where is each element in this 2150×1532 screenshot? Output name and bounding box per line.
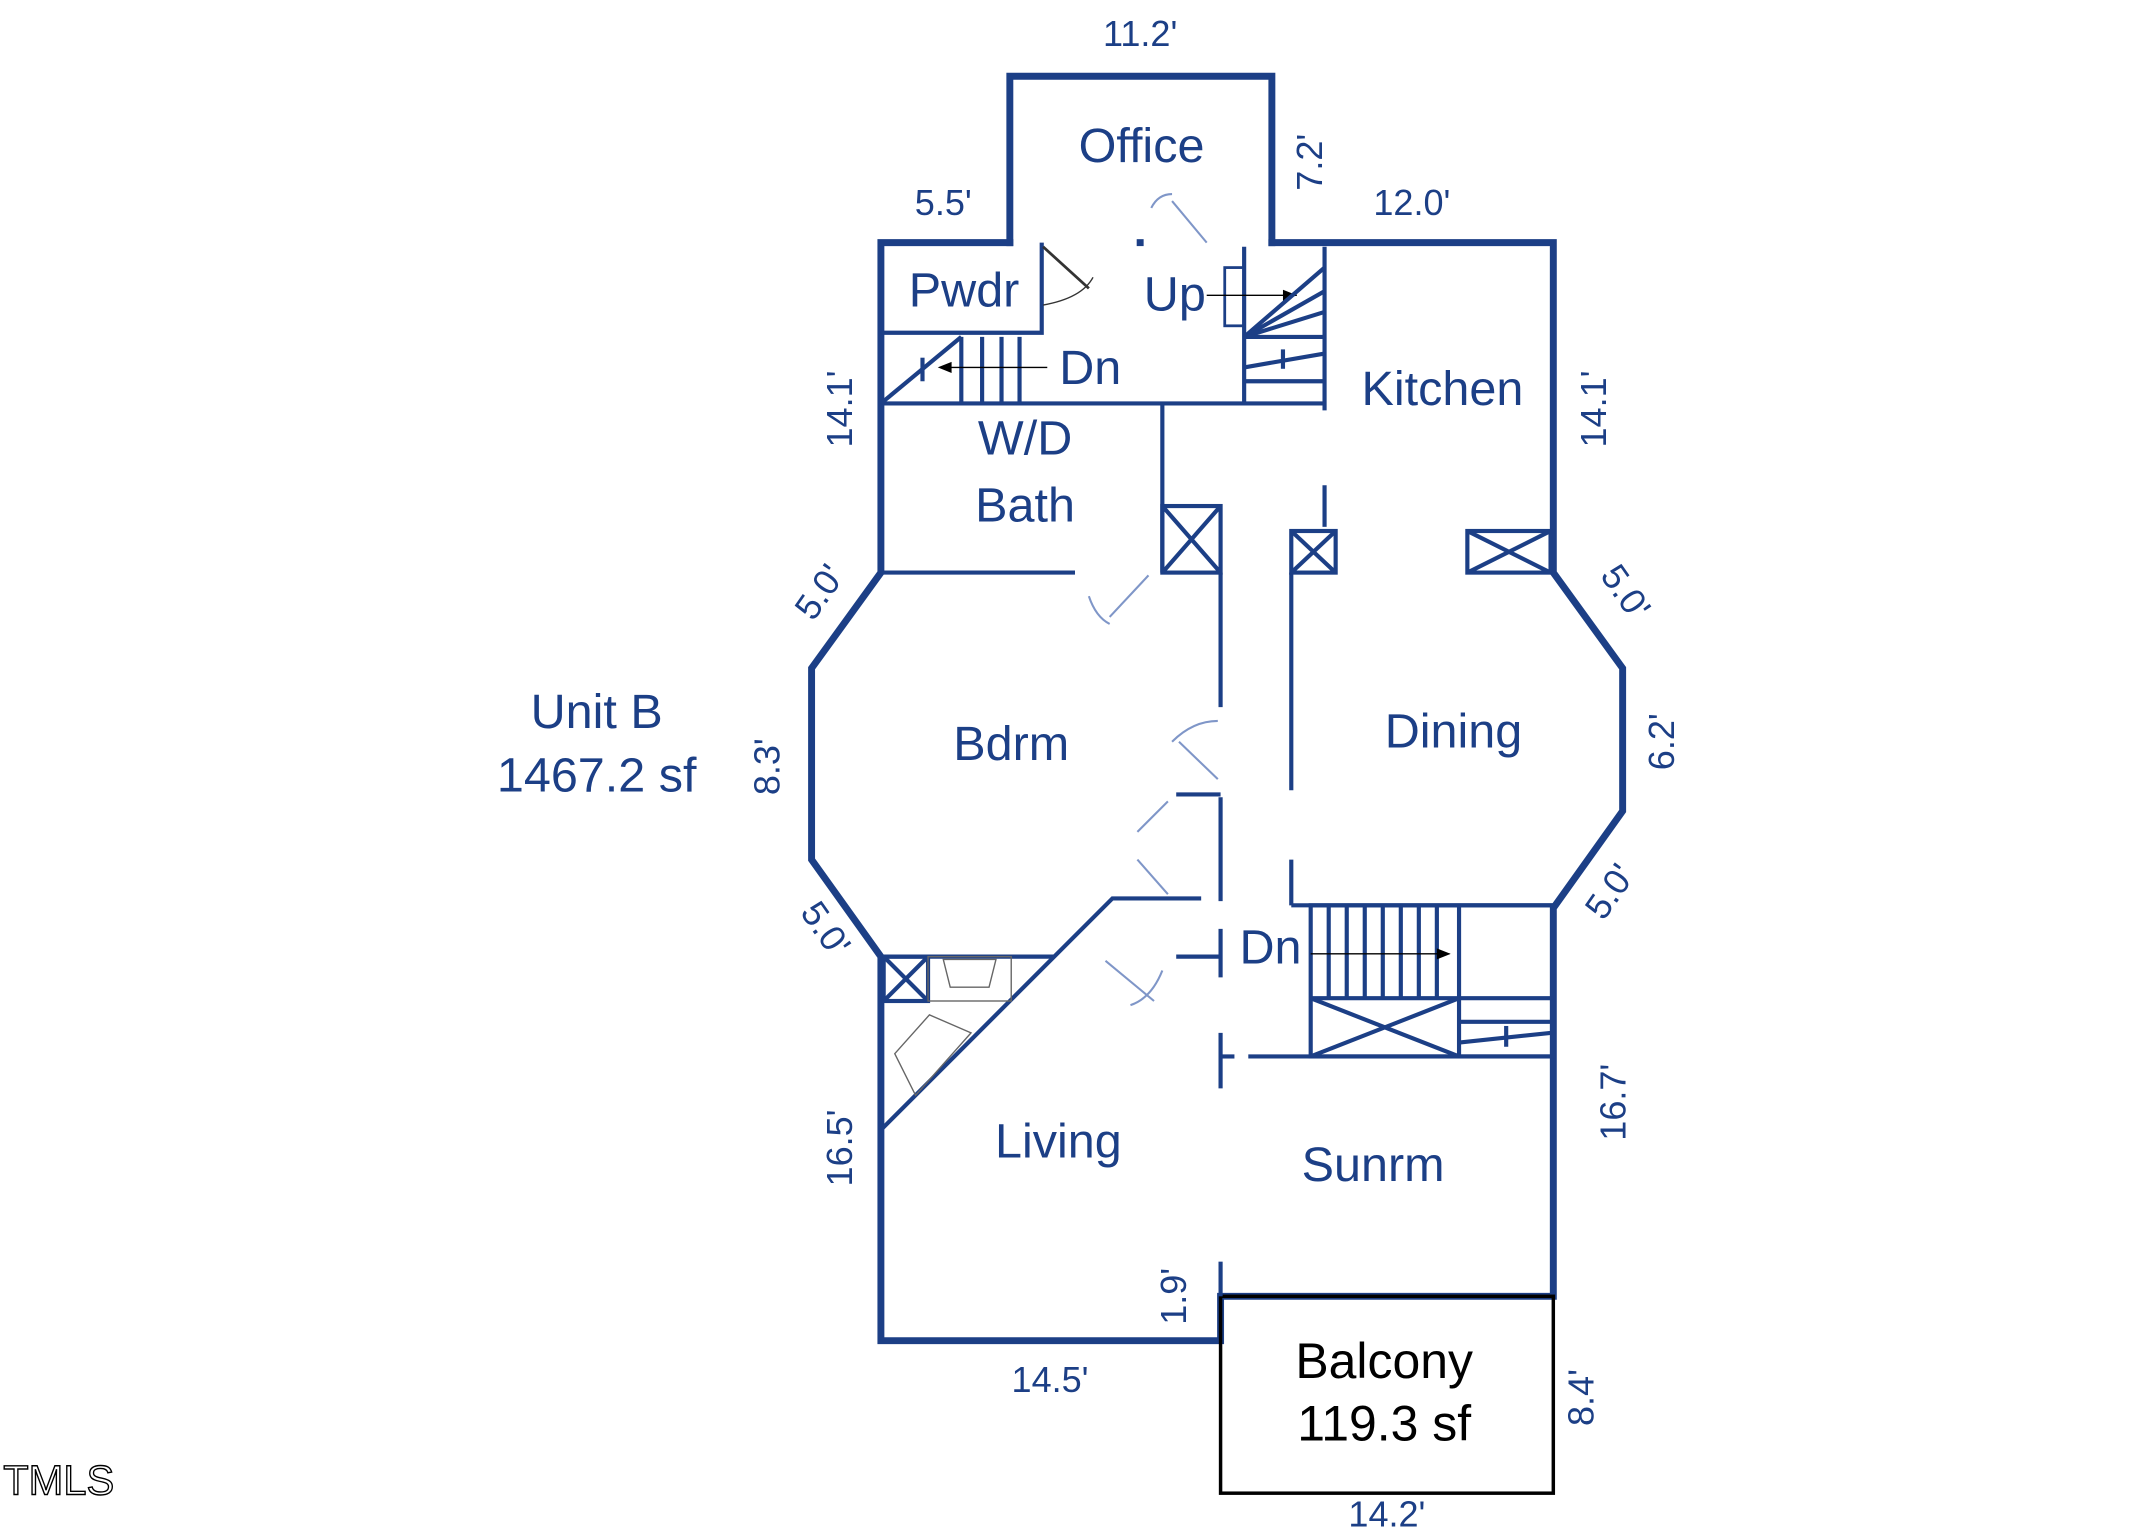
arrow-icon (1436, 948, 1451, 960)
room-label-sunrm: Sunrm (1302, 1138, 1445, 1192)
dim-left-upper: 14.1' (819, 370, 860, 447)
dim-office-right: 7.2' (1289, 134, 1330, 191)
doors (1042, 193, 1219, 1007)
balcony-outline (1218, 1294, 1556, 1495)
dim-top-left: 5.5' (915, 182, 972, 223)
dim-right-mid: 6.2' (1641, 713, 1682, 770)
stair-label-up: Up (1144, 268, 1206, 322)
dim-step: 1.9' (1153, 1268, 1194, 1325)
stair-label-dn-bottom: Dn (1239, 921, 1301, 975)
dim-right-upper: 14.1' (1573, 370, 1614, 447)
dim-diag-upper-left: 5.0' (786, 557, 852, 627)
fireplace (893, 955, 1012, 1097)
unit-name: Unit B (531, 685, 663, 739)
room-label-dining: Dining (1385, 704, 1523, 758)
balcony-name: Balcony (1295, 1333, 1473, 1389)
room-label-bdrm: Bdrm (953, 717, 1069, 771)
dim-bottom-left: 14.5' (1012, 1359, 1089, 1400)
dim-diag-lower-left: 5.0' (793, 894, 859, 964)
stairs-top (879, 266, 1326, 406)
dim-right-lower: 16.7' (1592, 1064, 1633, 1141)
watermark-logo: TMLS (3, 1457, 114, 1504)
dim-diag-upper-right: 5.0' (1593, 557, 1659, 627)
dim-left-mid: 8.3' (747, 738, 788, 795)
dim-balcony-right: 8.4' (1561, 1369, 1602, 1426)
room-label-pwdr: Pwdr (909, 263, 1020, 317)
room-label-office: Office (1079, 119, 1205, 173)
closets (881, 503, 1553, 1004)
dim-office-top: 11.2' (1103, 13, 1177, 54)
room-label-kitchen: Kitchen (1361, 362, 1523, 416)
room-label-wd: W/D (978, 412, 1072, 466)
arrow-icon (937, 361, 952, 373)
room-label-living: Living (995, 1115, 1122, 1169)
dim-top-right: 12.0' (1373, 182, 1450, 223)
stair-label-dn-top: Dn (1059, 341, 1121, 395)
dim-left-lower: 16.5' (819, 1109, 860, 1186)
balcony-area: 119.3 sf (1297, 1395, 1471, 1451)
dim-balcony-bottom: 14.2' (1348, 1493, 1425, 1532)
room-label-bath: Bath (975, 478, 1075, 532)
stairs-bottom (1220, 903, 1556, 1059)
unit-area: 1467.2 sf (497, 749, 697, 803)
